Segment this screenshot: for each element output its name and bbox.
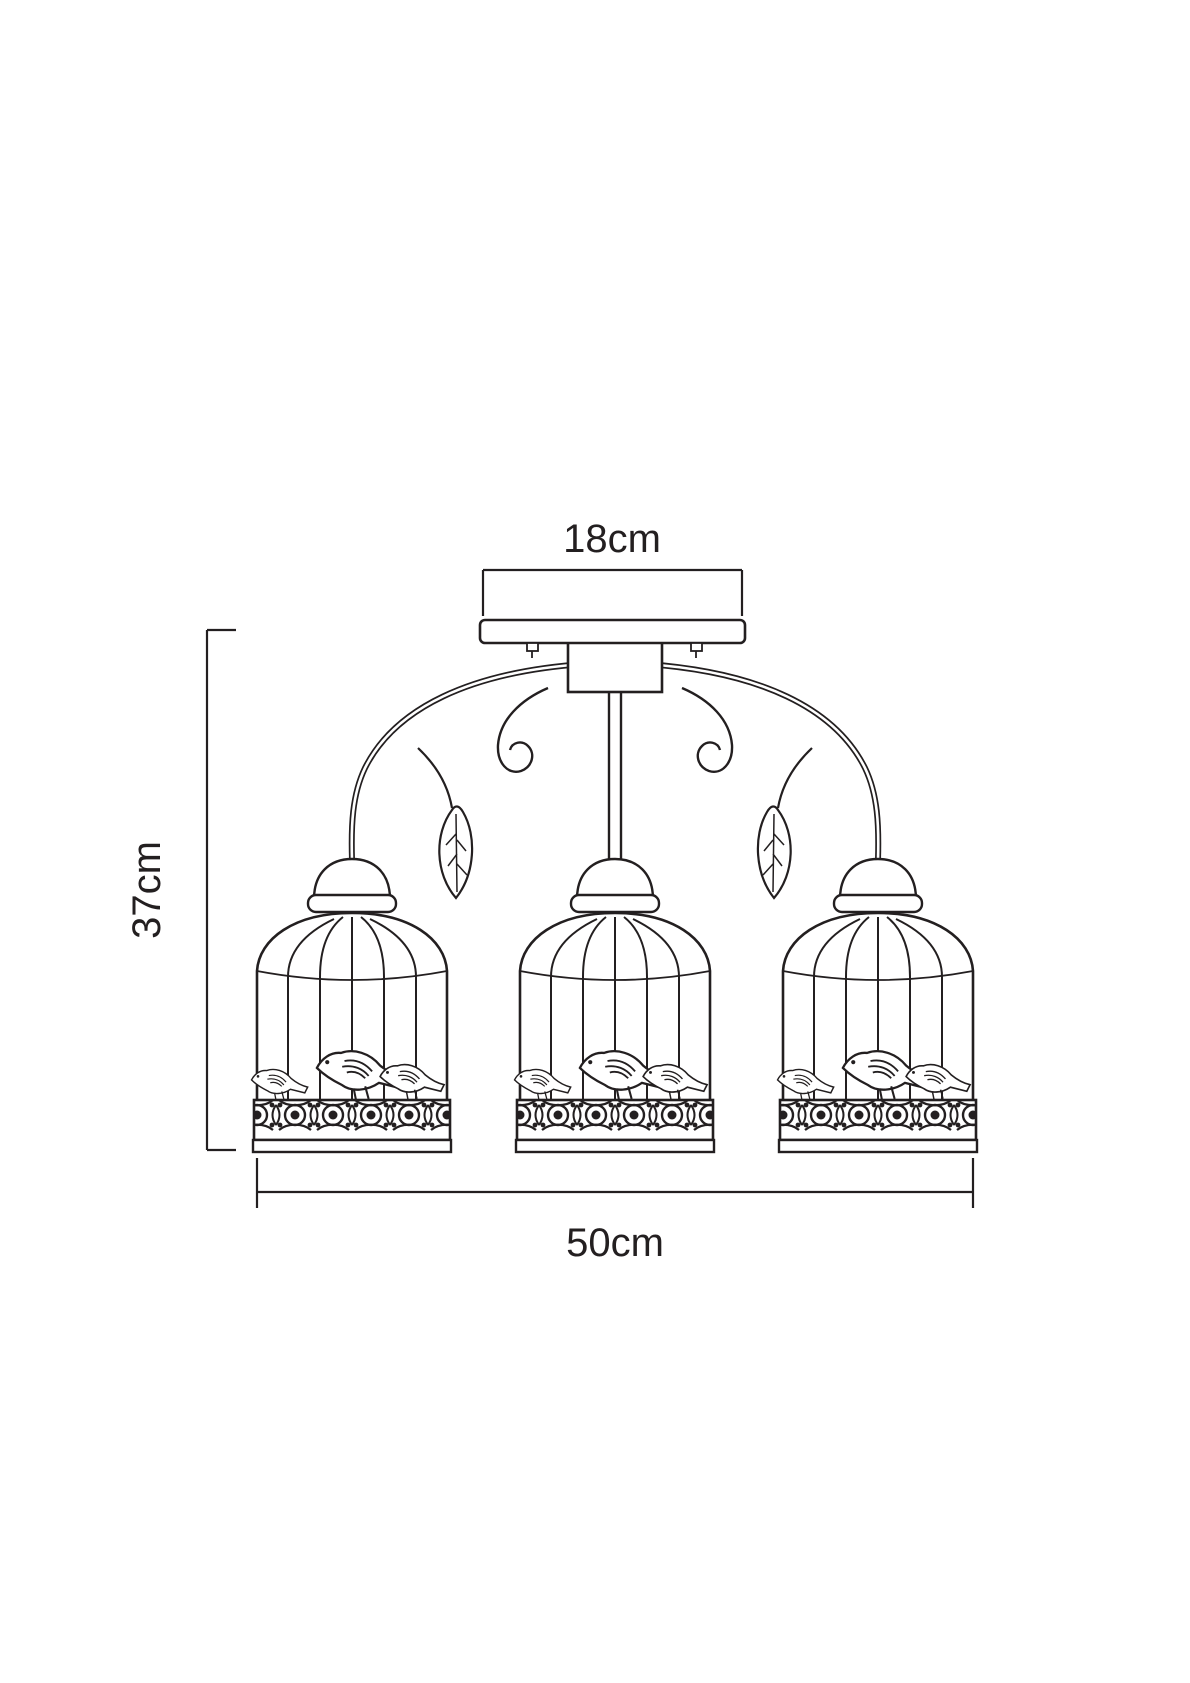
right-arm bbox=[645, 661, 882, 861]
ceiling-plate bbox=[478, 618, 747, 645]
dim-left: 37cm bbox=[125, 628, 236, 1152]
dim-bottom-label: 50cm bbox=[566, 1221, 664, 1265]
dim-top: 18cm bbox=[481, 517, 744, 616]
dim-top-label: 18cm bbox=[563, 517, 661, 561]
right-leaf-veins bbox=[762, 813, 785, 893]
left-leaf-veins bbox=[445, 813, 468, 893]
right-leaf-stem bbox=[776, 747, 813, 809]
plate-screw-right bbox=[690, 642, 703, 658]
lamp-center bbox=[515, 859, 714, 1152]
dim-left-label: 37cm bbox=[125, 841, 169, 939]
right-leaf-blade bbox=[756, 805, 792, 900]
dim-bottom: 50cm bbox=[255, 1158, 975, 1265]
right-scroll-curl bbox=[681, 686, 734, 773]
center-stem bbox=[607, 688, 623, 860]
mount-hub bbox=[566, 640, 664, 694]
lamp-right bbox=[778, 859, 977, 1152]
right-leaf bbox=[756, 747, 813, 900]
left-leaf-stem bbox=[417, 747, 454, 809]
left-arm bbox=[348, 661, 585, 861]
lamp-left bbox=[252, 859, 451, 1152]
plate-screw-left bbox=[526, 642, 539, 658]
left-leaf-blade bbox=[438, 805, 474, 900]
left-scroll-curl bbox=[496, 686, 549, 773]
left-leaf bbox=[417, 747, 474, 900]
